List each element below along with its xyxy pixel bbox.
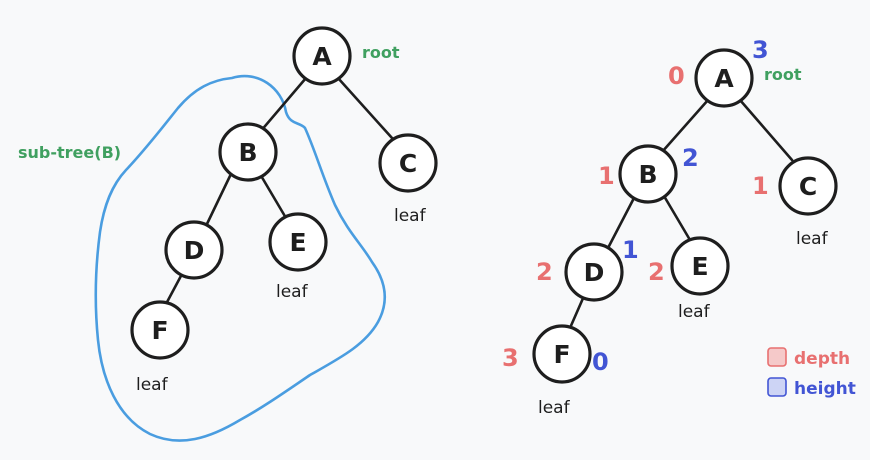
depth-f: 3: [502, 344, 519, 372]
leaf-label-e: leaf: [678, 302, 711, 322]
svg-text:F: F: [151, 316, 168, 345]
subtree-label: sub-tree(B): [18, 143, 121, 162]
node-c: C: [378, 133, 438, 193]
svg-text:D: D: [584, 258, 605, 287]
height-d: 1: [622, 236, 639, 264]
leaf-label-c: leaf: [394, 206, 427, 226]
svg-text:C: C: [399, 149, 417, 178]
node-a: A: [694, 48, 754, 108]
edge-b-d: [204, 174, 232, 228]
node-e: E: [268, 212, 328, 272]
root-label: root: [362, 43, 400, 62]
node-e: E: [670, 236, 730, 296]
svg-text:E: E: [289, 228, 306, 257]
edge-d-f: [568, 294, 586, 330]
edge-a-c: [336, 76, 394, 140]
depth-d: 2: [536, 258, 553, 286]
depth-c: 1: [752, 172, 769, 200]
edge-b-e: [258, 172, 288, 220]
svg-text:B: B: [238, 138, 257, 167]
svg-text:B: B: [638, 160, 657, 189]
depth-e: 2: [648, 258, 665, 286]
subtree-b-outline: [94, 74, 387, 442]
node-d: D: [564, 242, 624, 302]
depth-a: 0: [668, 62, 685, 90]
right-tree: A B C D E F root leaf leaf leaf 0 1 1: [502, 36, 856, 418]
height-swatch: [767, 377, 787, 397]
height-f: 0: [592, 348, 609, 376]
leaf-label-c: leaf: [796, 229, 829, 249]
legend: depth height: [767, 347, 856, 399]
depth-b: 1: [598, 162, 615, 190]
left-tree: A B C D E F root sub-tree(B) leaf leaf l…: [18, 26, 438, 442]
node-b: B: [618, 144, 678, 204]
edge-d-f: [164, 272, 184, 306]
node-c: C: [778, 156, 838, 216]
leaf-label-f: leaf: [538, 398, 571, 418]
node-a: A: [292, 26, 352, 86]
svg-text:E: E: [691, 252, 708, 281]
edge-a-c: [738, 98, 794, 162]
node-f: F: [130, 300, 190, 360]
leaf-label-e: leaf: [276, 282, 309, 302]
legend-height-label: height: [794, 379, 856, 399]
node-b: B: [218, 122, 278, 182]
svg-text:C: C: [799, 172, 817, 201]
edge-b-e: [662, 194, 692, 242]
edge-a-b: [660, 98, 710, 154]
depth-swatch: [767, 347, 787, 367]
edge-b-d: [606, 196, 636, 250]
leaf-label-f: leaf: [136, 375, 169, 395]
height-b: 2: [682, 144, 699, 172]
svg-text:F: F: [553, 340, 570, 369]
root-label: root: [764, 65, 802, 84]
legend-depth-label: depth: [794, 349, 850, 369]
svg-text:A: A: [312, 42, 332, 71]
height-a: 3: [752, 36, 769, 64]
node-d: D: [164, 220, 224, 280]
node-f: F: [532, 324, 592, 384]
svg-text:A: A: [714, 64, 734, 93]
edge-a-b: [258, 76, 308, 134]
svg-text:D: D: [184, 236, 205, 265]
